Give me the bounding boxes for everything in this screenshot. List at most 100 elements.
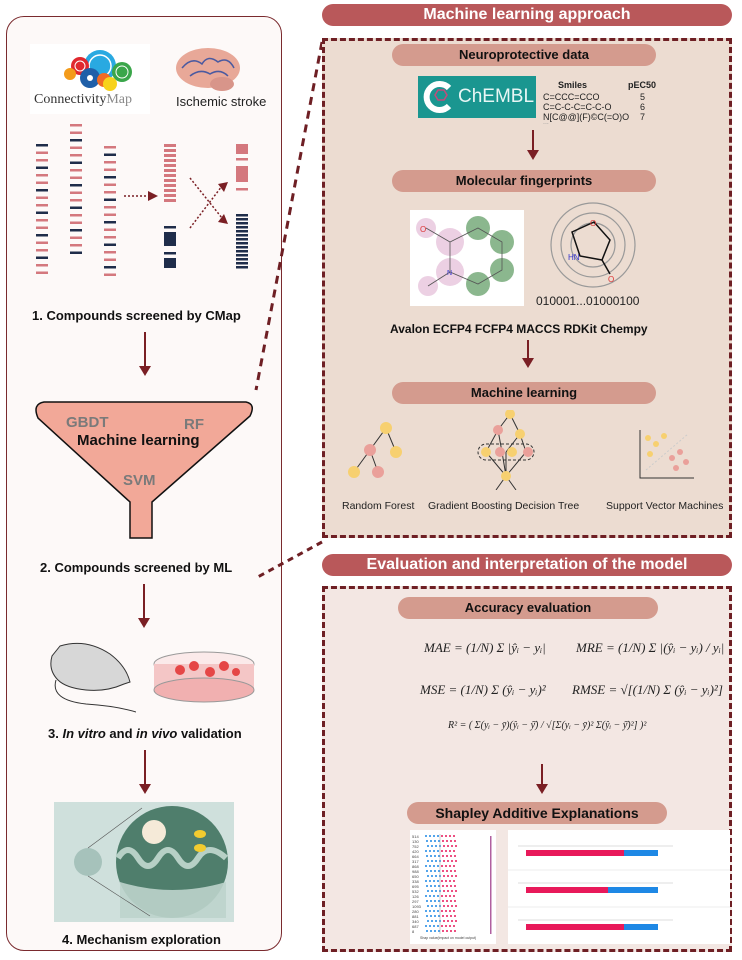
gene-bar <box>164 232 176 246</box>
gene-bar <box>104 206 116 209</box>
beeswarm-point <box>441 895 443 897</box>
cmap-circles-icon <box>64 50 132 91</box>
beeswarm-point <box>441 835 443 837</box>
beeswarm-point <box>451 875 453 877</box>
beeswarm-point <box>443 875 445 877</box>
gene-bar <box>164 174 176 177</box>
gene-bar <box>236 246 248 249</box>
gene-bar <box>236 218 248 221</box>
arrow-down-icon <box>536 764 548 794</box>
beeswarm-point <box>431 875 433 877</box>
atom-o-ring: O <box>590 219 596 228</box>
colorbar <box>490 836 492 934</box>
gene-bar <box>164 159 176 162</box>
cmap-logo-text: Connectivity <box>34 92 107 107</box>
beeswarm-point <box>433 865 435 867</box>
beeswarm-point <box>425 925 427 927</box>
gene-bar <box>104 258 116 261</box>
beeswarm-point <box>434 840 436 842</box>
force-positive-bar <box>526 850 624 856</box>
gene-bar <box>104 273 116 276</box>
gene-bar <box>36 271 48 274</box>
gene-bar <box>236 258 248 261</box>
beeswarm-point <box>450 855 452 857</box>
beeswarm-point <box>441 925 443 927</box>
ecfp-circles: O HN O <box>550 202 636 288</box>
gene-bar <box>236 214 248 217</box>
funnel-label-gbdt: GBDT <box>66 414 109 431</box>
gene-bar <box>70 154 82 157</box>
beeswarm-point <box>445 865 447 867</box>
beeswarm-point <box>435 860 437 862</box>
beeswarm-point <box>427 860 429 862</box>
zoom-connector-lines <box>254 41 324 580</box>
beeswarm-point <box>433 925 435 927</box>
gene-bar <box>70 199 82 202</box>
beeswarm-feature-label: 420 <box>412 849 419 854</box>
smiles-value: C=CCC=CCO <box>543 92 600 102</box>
beeswarm-feature-label: 881 <box>412 914 419 919</box>
cmap-logo-text-map: Map <box>106 92 132 107</box>
beeswarm-point <box>427 905 429 907</box>
ml-model-icons <box>348 410 694 490</box>
beeswarm-feature-label: 317 <box>412 859 419 864</box>
gene-bar <box>70 176 82 179</box>
beeswarm-point <box>451 905 453 907</box>
beeswarm-point <box>442 915 444 917</box>
beeswarm-point <box>453 850 455 852</box>
beeswarm-point <box>441 880 443 882</box>
beeswarm-point <box>450 840 452 842</box>
beeswarm-point <box>437 895 439 897</box>
funnel-label-svm: SVM <box>123 472 156 489</box>
beeswarm-point <box>445 925 447 927</box>
beeswarm-feature-label: 752 <box>412 844 419 849</box>
beeswarm-point <box>445 910 447 912</box>
beeswarm-point <box>454 840 456 842</box>
beeswarm-feature-label: 988 <box>412 869 419 874</box>
gene-bar <box>70 131 82 134</box>
pec50-header: pEC50 <box>628 80 657 90</box>
beeswarm-point <box>425 910 427 912</box>
beeswarm-feature-label: 532 <box>412 889 419 894</box>
beeswarm-point <box>454 885 456 887</box>
beeswarm-point <box>425 880 427 882</box>
gene-bar <box>70 161 82 164</box>
gene-bar <box>236 250 248 253</box>
force-positive-bar <box>526 924 624 930</box>
beeswarm-point <box>451 920 453 922</box>
beeswarm-point <box>431 860 433 862</box>
atom-hn: HN <box>568 253 580 262</box>
beeswarm-point <box>443 890 445 892</box>
gene-bar <box>36 219 48 222</box>
beeswarm-point <box>450 870 452 872</box>
gene-bar <box>36 226 48 229</box>
gene-bar <box>70 229 82 232</box>
gene-bar <box>164 199 176 202</box>
beeswarm-point <box>454 855 456 857</box>
gene-expression-bars <box>36 124 248 276</box>
formula-rmse: RMSE = √[(1/N) Σ (ŷᵢ − yᵢ)²] <box>572 682 723 697</box>
gene-bar <box>70 244 82 247</box>
cmap-logo: ConnectivityMap <box>30 44 150 114</box>
beeswarm-point <box>429 835 431 837</box>
beeswarm-point <box>445 880 447 882</box>
beeswarm-point <box>447 875 449 877</box>
beeswarm-point <box>454 870 456 872</box>
beeswarm-point <box>430 900 432 902</box>
beeswarm-point <box>425 895 427 897</box>
gene-bar <box>70 214 82 217</box>
beeswarm-xlabel: Shap value(impact on model output) <box>420 936 477 940</box>
beeswarm-feature-label: 126 <box>412 894 419 899</box>
beeswarm-point <box>447 845 449 847</box>
gene-bar <box>70 184 82 187</box>
gene-bar <box>236 222 248 225</box>
arrow-down-icon <box>139 332 151 376</box>
beeswarm-point <box>453 880 455 882</box>
beeswarm-point <box>449 865 451 867</box>
brain-icon <box>176 48 240 91</box>
beeswarm-point <box>433 850 435 852</box>
beeswarm-point <box>443 845 445 847</box>
beeswarm-point <box>435 920 437 922</box>
beeswarm-point <box>434 930 436 932</box>
gene-bar <box>70 169 82 172</box>
